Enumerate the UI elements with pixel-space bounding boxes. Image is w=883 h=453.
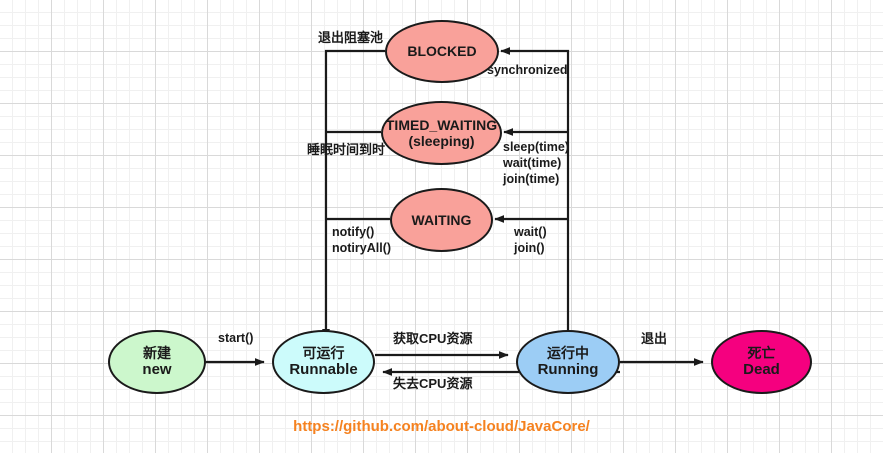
edge-label-start: start()	[218, 331, 254, 345]
edge-label-exit-block-pool: 退出阻塞池	[318, 30, 384, 45]
node-runnable-label-en: Runnable	[289, 361, 358, 379]
node-timed-waiting[interactable]: TIMED_WAITING (sleeping)	[381, 101, 502, 165]
node-running[interactable]: 运行中 Running	[516, 330, 620, 394]
node-waiting-label: WAITING	[411, 211, 472, 228]
node-timed-waiting-sublabel: (sleeping)	[408, 133, 475, 149]
edge-label-sleep-time-up: 睡眠时间到时	[307, 142, 386, 157]
node-dead[interactable]: 死亡 Dead	[711, 330, 812, 394]
node-new-label-cn: 新建	[143, 345, 171, 362]
edge-label-acquire-cpu: 获取CPU资源	[393, 331, 473, 346]
edge-label-synchronized: synchronized	[487, 63, 568, 77]
node-runnable-label-cn: 可运行	[302, 345, 345, 362]
node-runnable[interactable]: 可运行 Runnable	[272, 330, 375, 394]
node-running-label-en: Running	[537, 361, 599, 379]
node-timed-waiting-label: TIMED_WAITING	[385, 116, 498, 133]
edge-label-exit: 退出	[641, 331, 668, 346]
node-waiting[interactable]: WAITING	[390, 188, 493, 252]
node-running-label-cn: 运行中	[547, 345, 589, 362]
node-blocked-label: BLOCKED	[407, 43, 477, 60]
node-new-label-en: new	[142, 361, 172, 379]
edge-label-timed-methods: sleep(time) wait(time) join(time)	[503, 140, 569, 186]
edge-blocked-to-runnable	[322, 49, 385, 339]
edge-label-notify-methods: notify() notiryAll()	[332, 225, 392, 255]
edge-label-lose-cpu: 失去CPU资源	[393, 376, 473, 391]
node-dead-label-en: Dead	[743, 361, 780, 379]
node-new[interactable]: 新建 new	[108, 330, 206, 394]
edge-label-wait-join: wait() join()	[514, 225, 547, 255]
node-blocked[interactable]: BLOCKED	[385, 20, 499, 83]
node-dead-label-cn: 死亡	[747, 345, 776, 362]
footer-repo-link[interactable]: https://github.com/about-cloud/JavaCore/	[293, 418, 590, 435]
edge-running-to-blocked	[500, 47, 570, 338]
